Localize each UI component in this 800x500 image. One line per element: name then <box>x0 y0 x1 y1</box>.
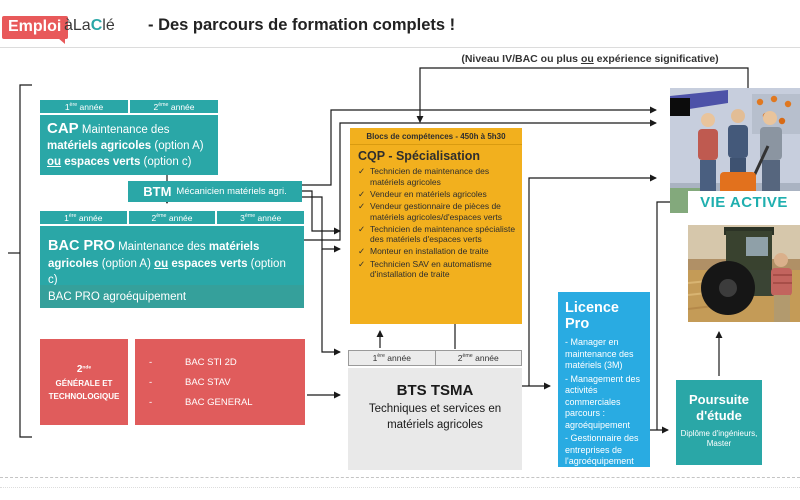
cap-label: CAP Maintenance des matériels agricoles … <box>47 120 204 168</box>
btm-box: BTM Mécanicien matériels agri. <box>128 181 302 202</box>
licence-pro-title: Licence Pro <box>565 300 619 332</box>
page-header: Emploi àLaClé - Des parcours de formatio… <box>0 0 800 48</box>
cqp-box: Blocs de compétences - 450h à 5h30 CQP -… <box>350 128 522 324</box>
cap-year-1: 1ère année <box>40 100 130 113</box>
cap-box: 1ère année 2ème année CAP Maintenance de… <box>40 100 218 175</box>
a-la-cle-logo: àLaClé <box>64 17 115 35</box>
bac-list-item: -BAC STI 2D <box>149 356 237 368</box>
arrow-btm-to-cqp-2 <box>302 196 341 253</box>
arrow-bts-to-vie-active <box>528 174 657 386</box>
niveau-note-ou: ou <box>580 53 594 65</box>
bts-year-2: 2ème année <box>457 353 499 363</box>
bacpro-agro-band: BAC PRO agroéquipement <box>40 285 304 308</box>
bacpro-label: BAC PRO Maintenance des matériels agrico… <box>48 238 286 287</box>
arrow-licence-to-vie-active <box>656 198 679 430</box>
bacpro-year-2: 2ème année <box>129 211 218 224</box>
bacpro-year-3: 3ème année <box>240 213 282 223</box>
page-title: - Des parcours de formation complets ! <box>148 16 456 34</box>
arrow-btm-to-vie-active <box>302 106 657 186</box>
cqp-item: ✓Technicien de maintenance des matériels… <box>358 166 490 187</box>
bacpro-year-header: 1ère année 2ème année 3ème année <box>40 211 304 226</box>
tractor-photo-art <box>687 225 800 322</box>
licence-item: - Management des activités commerciales … <box>565 373 641 430</box>
left-bracket <box>19 84 32 438</box>
licence-item: - Gestionnaire des entreprises de l'agro… <box>565 433 639 467</box>
seconde-line2: GÉNÉRALE ET <box>55 378 113 388</box>
check-icon: ✓ <box>358 246 366 257</box>
logo-c: C <box>90 17 103 34</box>
vie-active-label: VIE ACTIVE <box>700 193 788 211</box>
check-icon: ✓ <box>358 166 366 176</box>
licence-pro-box: Licence Pro - Manager en maintenance des… <box>558 292 650 467</box>
bacpro-year-1: 1ère année <box>40 211 129 224</box>
niveau-note-post: expérience significative) <box>593 53 719 65</box>
niveau-note: (Niveau IV/BAC ou plus ou expérience sig… <box>430 53 750 65</box>
cqp-item: ✓Technicien SAV en automatisme d'install… <box>358 258 492 280</box>
arrow-to-bts-header <box>321 249 341 356</box>
arrow-bacpro-to-vie-active <box>304 119 657 241</box>
btm-title: BTM <box>143 184 172 199</box>
bac-list-box: -BAC STI 2D -BAC STAV -BAC GENERAL <box>135 339 305 425</box>
arrow-btm-to-cqp-1 <box>302 190 341 235</box>
licence-pro-list: - Manager en maintenance des matériels (… <box>565 337 644 468</box>
logo-le: lé <box>102 17 115 34</box>
seconde-box: 2nde GÉNÉRALE ET TECHNOLOGIQUE <box>40 339 128 425</box>
bts-year-header: 1ère année 2ème année <box>348 350 522 366</box>
poursuite-box: Poursuite d'étude Diplôme d'ingénieurs, … <box>676 380 762 465</box>
tractor-photo <box>687 225 800 322</box>
bac-list-item: -BAC GENERAL <box>149 396 253 408</box>
check-icon: ✓ <box>358 200 366 211</box>
bts-year-1: 1ère année <box>349 351 436 365</box>
arrow-niveau-to-cqp <box>416 67 749 123</box>
cap-year-header: 1ère année 2ème année <box>40 100 218 115</box>
bts-title: BTS TSMA <box>396 382 474 399</box>
niveau-note-pre: (Niveau IV/BAC ou plus <box>461 53 581 65</box>
cqp-item: ✓Vendeur gestionnaire de pièces de matér… <box>358 200 503 222</box>
vie-active-band: VIE ACTIVE <box>688 191 800 213</box>
licence-item: - Manager en maintenance des matériels (… <box>565 337 634 371</box>
cqp-list: ✓Technicien de maintenance des matériels… <box>350 165 522 280</box>
seconde-line3: TECHNOLOGIQUE <box>48 391 120 401</box>
poursuite-title: Poursuite d'étude <box>689 392 749 424</box>
bacpro-box: 1ère année 2ème année 3ème année BAC PRO… <box>40 211 304 308</box>
logo-text: àLa <box>64 17 91 34</box>
cap-year-2: 2ème année <box>153 102 195 112</box>
poursuite-subtitle: Diplôme d'ingénieurs, Master <box>680 428 758 448</box>
cqp-header: Blocs de compétences - 450h à 5h30 <box>350 128 522 145</box>
check-icon: ✓ <box>358 223 366 234</box>
check-icon: ✓ <box>358 258 366 269</box>
cqp-item: ✓Technicien de maintenance spécialiste d… <box>358 223 516 245</box>
btm-subtitle: Mécanicien matériels agri. <box>176 186 287 197</box>
seconde-title: 2nde <box>76 363 92 375</box>
cqp-title: CQP - Spécialisation <box>358 149 481 163</box>
cqp-item: ✓Monteur en installation de traite <box>358 246 489 257</box>
bts-box: BTS TSMA Techniques et services en matér… <box>348 368 522 470</box>
cqp-item: ✓Vendeur en matériels agricoles <box>358 188 487 199</box>
bts-subtitle: Techniques et services en matériels agri… <box>368 403 502 431</box>
bottom-divider <box>0 477 800 478</box>
emploi-logo: Emploi <box>2 16 69 44</box>
bottom-divider-faint <box>0 487 800 488</box>
bac-list-item: -BAC STAV <box>149 376 231 388</box>
check-icon: ✓ <box>358 188 366 199</box>
